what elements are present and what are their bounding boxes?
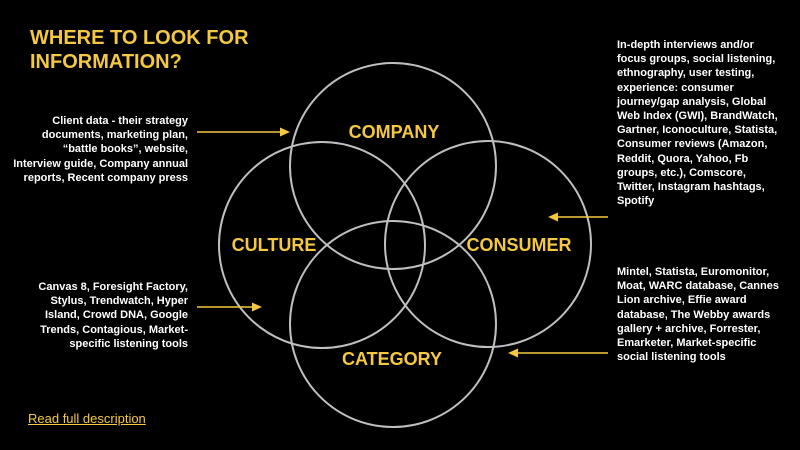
category-label: CATEGORY: [342, 349, 442, 369]
company-sources-note: Client data - their strategy documents, …: [13, 115, 188, 184]
read-full-description-link[interactable]: Read full description: [28, 411, 146, 426]
page-title: WHERE TO LOOK FOR INFORMATION?: [30, 26, 290, 74]
consumer-sources-note: In-depth interviews and/or focus groups,…: [617, 39, 778, 208]
culture-label: CULTURE: [232, 235, 317, 255]
consumer-label: CONSUMER: [466, 235, 571, 255]
company-arrow: [197, 127, 290, 137]
consumer-circle: [384, 140, 592, 348]
culture-circle: [218, 141, 426, 349]
company-circle: [289, 62, 497, 270]
category-arrow: [508, 348, 608, 358]
title-line-1: WHERE TO LOOK FOR: [30, 27, 249, 49]
culture-sources-note: Canvas 8, Foresight Factory, Stylus, Tre…: [38, 281, 188, 350]
category-sources-note: Mintel, Statista, Euromonitor, Moat, WAR…: [617, 266, 779, 364]
title-line-2: INFORMATION?: [30, 51, 182, 73]
company-label: COMPANY: [349, 122, 440, 142]
category-circle: [289, 220, 497, 428]
consumer-arrow: [548, 212, 608, 222]
culture-arrow: [197, 302, 262, 312]
